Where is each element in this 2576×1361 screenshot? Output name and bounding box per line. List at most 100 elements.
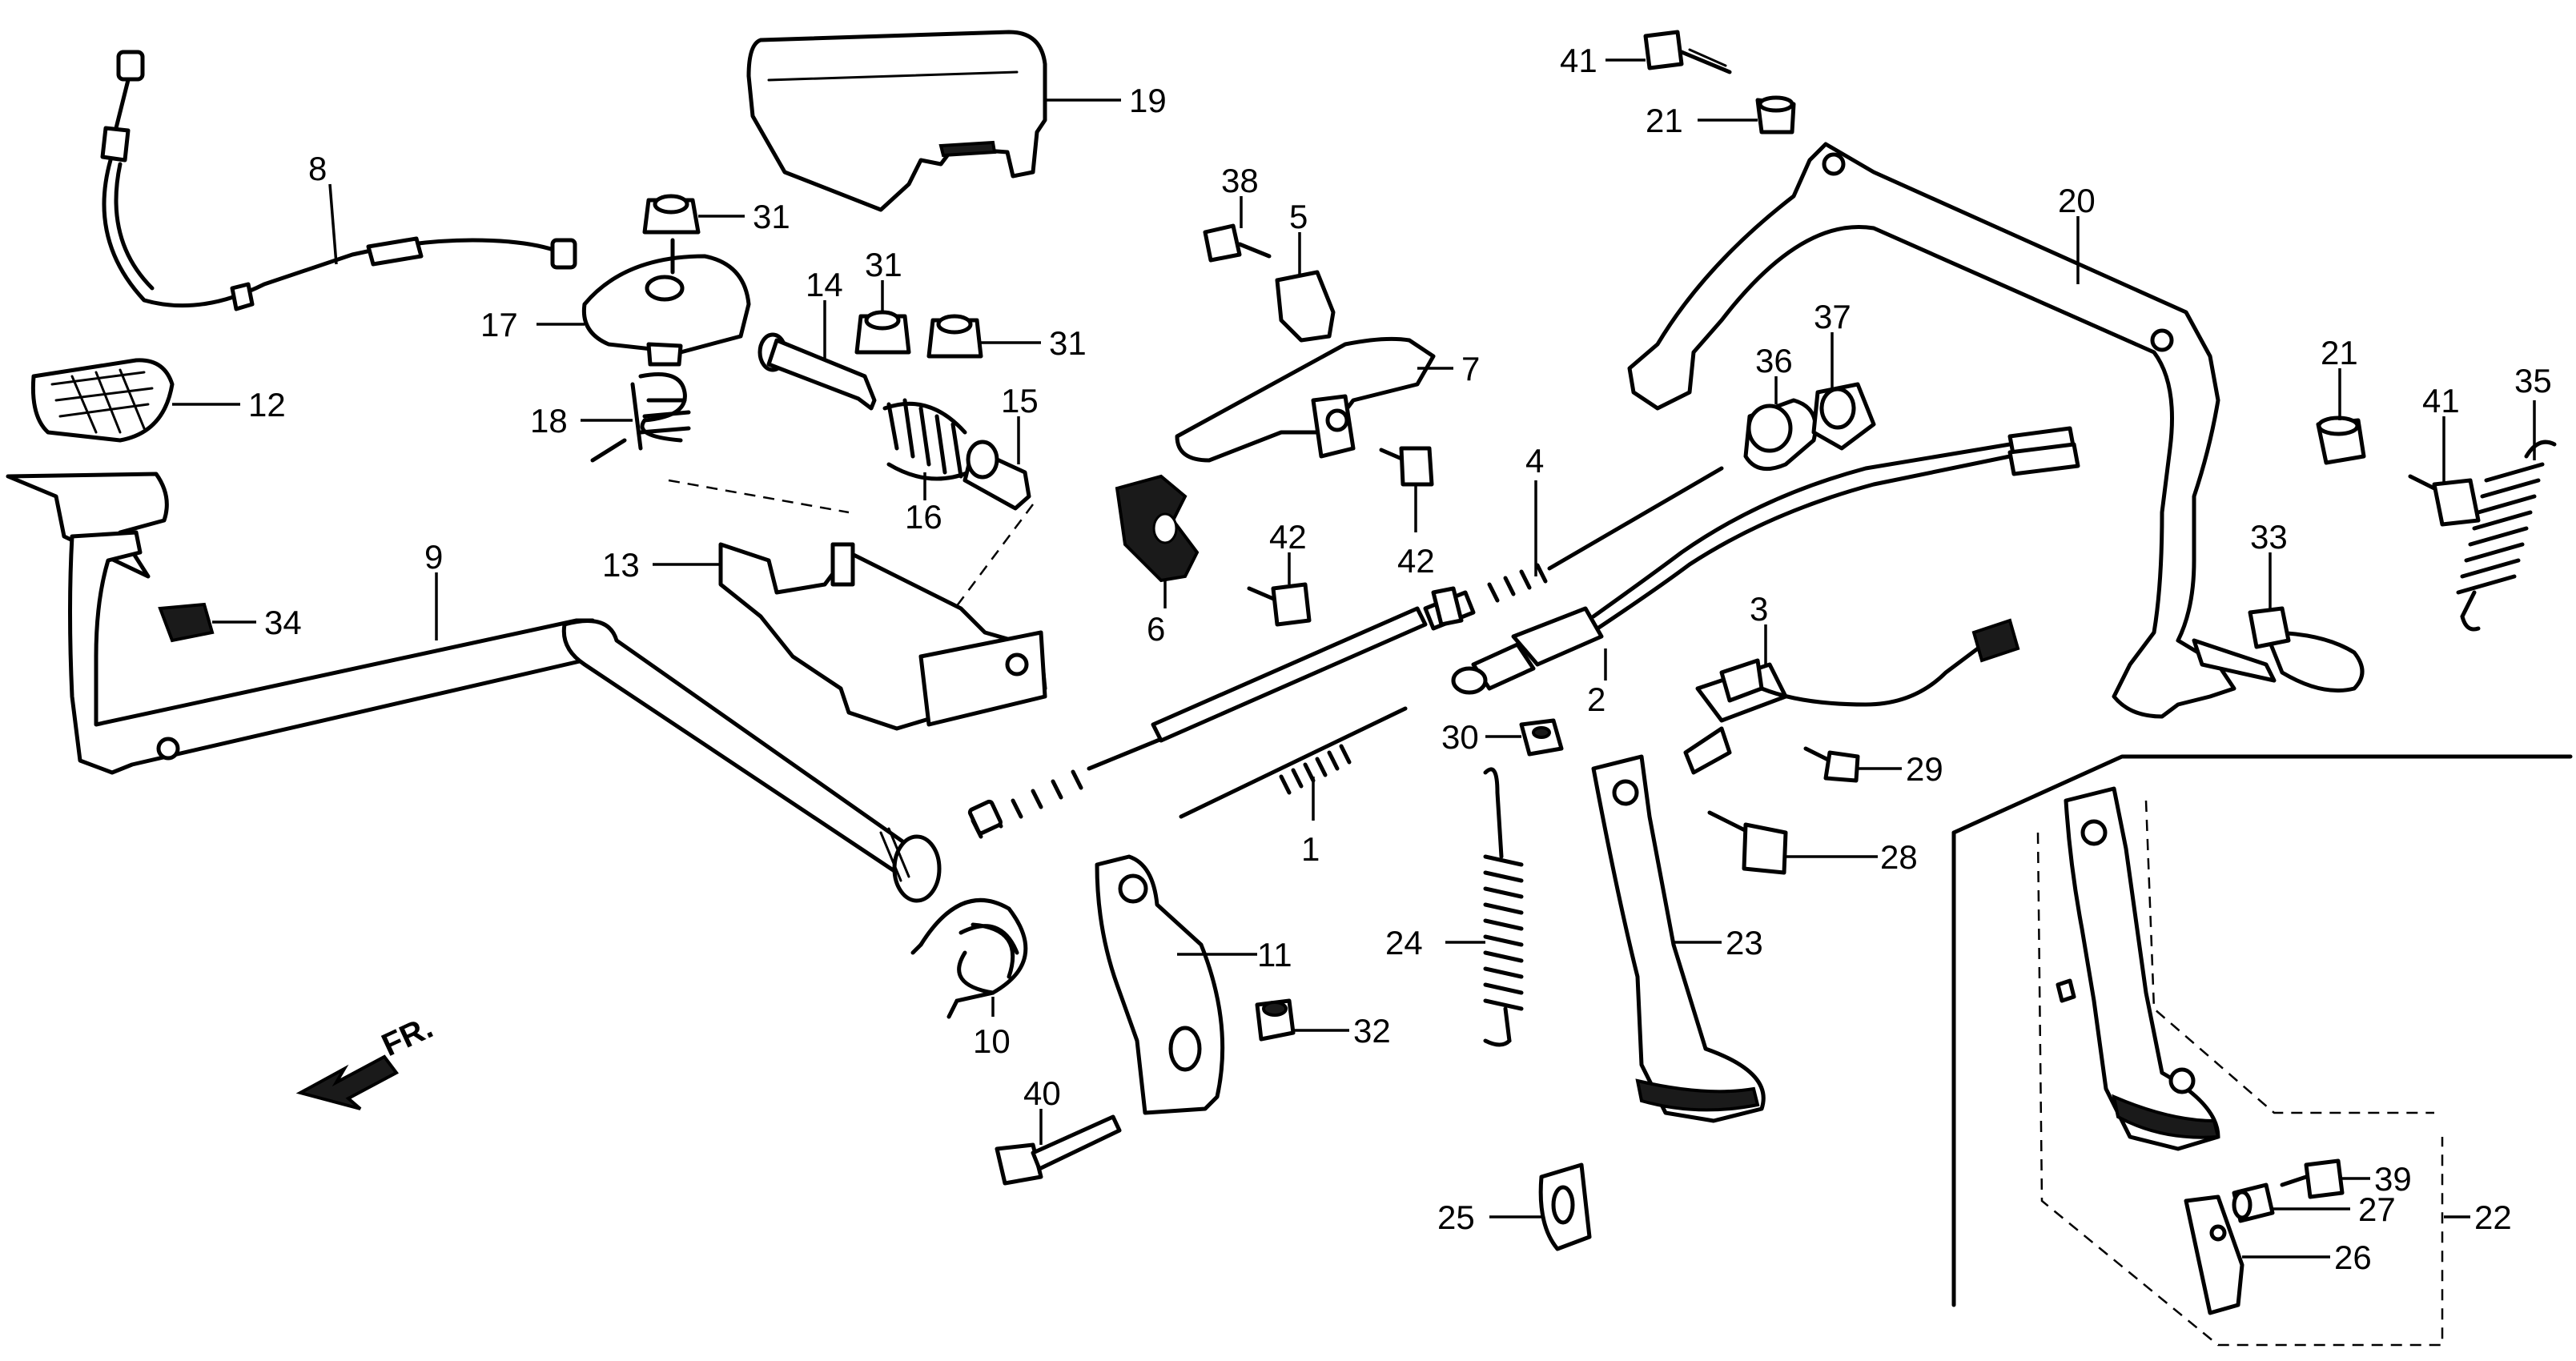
callout-26: 26 (2242, 1239, 2372, 1276)
callout-24: 24 (1385, 924, 1485, 962)
callout-35-label: 35 (2514, 362, 2552, 399)
part-14-pin (758, 332, 877, 411)
front-direction-arrow: FR. (295, 1010, 438, 1110)
callout-32: 32 (1293, 1012, 1391, 1050)
callout-41a-label: 41 (1560, 42, 1597, 79)
callout-36-label: 36 (1755, 342, 1793, 379)
callout-14-label: 14 (806, 266, 843, 303)
part-4-cable (967, 466, 1724, 839)
callout-38-label: 38 (1221, 162, 1259, 199)
part-13-bracket (718, 542, 1047, 731)
callout-37-label: 37 (1814, 298, 1851, 335)
callout-17-label: 17 (480, 306, 518, 343)
part-25-plate (1538, 1162, 1592, 1251)
callout-14: 14 (806, 266, 843, 360)
callout-1-label: 1 (1301, 830, 1320, 868)
part-6-clamp (1115, 474, 1200, 583)
callout-23-label: 23 (1726, 924, 1763, 962)
part-21-collar-a (1755, 95, 1796, 134)
callout-21a-label: 21 (1646, 102, 1683, 139)
callout-38: 38 (1221, 162, 1259, 228)
callout-41b: 41 (2422, 382, 2460, 484)
callout-37: 37 (1814, 298, 1851, 388)
callout-28: 28 (1786, 838, 1918, 876)
callout-33: 33 (2250, 518, 2288, 608)
part-1-rod (1179, 706, 1408, 819)
callout-7: 7 (1417, 350, 1480, 387)
callout-31a: 31 (698, 198, 790, 235)
part-41-bolt-a (1643, 30, 1732, 74)
callout-15-label: 15 (1001, 382, 1039, 420)
callout-9-label: 9 (424, 538, 443, 576)
dashed-leader-15-13 (936, 504, 1034, 633)
part-24-spring (1483, 767, 1524, 1047)
callout-3-label: 3 (1750, 590, 1768, 628)
callout-3: 3 (1750, 590, 1768, 664)
callout-31c: 31 (981, 324, 1087, 362)
callout-10: 10 (973, 997, 1011, 1060)
callout-13-label: 13 (602, 546, 640, 584)
callout-29: 29 (1858, 750, 1943, 788)
part-23-stand (1591, 754, 1766, 1123)
callout-31a-label: 31 (753, 198, 790, 235)
part-40-bolt (995, 1114, 1122, 1186)
callout-5: 5 (1289, 198, 1308, 276)
part-42-bolt-b (1247, 582, 1312, 627)
part-7-holder (1175, 336, 1436, 463)
callout-1: 1 (1301, 777, 1320, 868)
part-10-spring (910, 897, 1028, 1019)
part-21-collar-b (2316, 416, 2366, 465)
callout-9: 9 (424, 538, 443, 640)
part-18-spring (590, 372, 691, 463)
callout-12: 12 (172, 386, 286, 424)
callout-42a: 42 (1397, 484, 1435, 580)
callout-29-label: 29 (1906, 750, 1943, 788)
callout-31b: 31 (865, 246, 902, 312)
callout-18: 18 (530, 402, 633, 440)
callout-30-label: 30 (1441, 718, 1479, 756)
callout-33-label: 33 (2250, 518, 2288, 556)
part-20-main-stand (1627, 142, 2365, 719)
part-42-bolt-a (1379, 446, 1434, 487)
callout-8-label: 8 (308, 150, 327, 187)
callout-39-label: 39 (2374, 1160, 2412, 1198)
part-38-bolt (1203, 223, 1272, 263)
part-35-spring (2456, 440, 2557, 632)
callout-23: 23 (1674, 924, 1763, 962)
callout-19-label: 19 (1129, 82, 1167, 119)
callout-27: 27 (2273, 1190, 2396, 1228)
callout-19: 19 (1045, 82, 1167, 119)
callout-6-label: 6 (1147, 610, 1165, 648)
callout-34-label: 34 (264, 604, 302, 641)
callout-27-label: 27 (2358, 1190, 2396, 1228)
callout-11: 11 (1177, 936, 1292, 974)
part-37-collar (1811, 382, 1876, 451)
callout-30: 30 (1441, 718, 1521, 756)
part-27-collar (2232, 1182, 2275, 1223)
callout-20: 20 (2058, 182, 2096, 284)
callout-6: 6 (1147, 580, 1167, 648)
part-22-stand-assembly (2036, 786, 2444, 1347)
callout-11-label: 11 (1257, 936, 1292, 974)
part-34-clip (158, 602, 215, 643)
part-17-plate (581, 238, 751, 367)
part-8-cable (100, 50, 577, 311)
callout-34: 34 (212, 604, 302, 641)
part-39-bolt (2280, 1158, 2345, 1199)
callout-10-label: 10 (973, 1022, 1011, 1060)
part-33-clip (2248, 606, 2291, 649)
callout-40-label: 40 (1023, 1074, 1061, 1112)
callout-25-label: 25 (1437, 1198, 1475, 1236)
part-26-plate (2184, 1194, 2244, 1315)
callout-21a: 21 (1646, 102, 1758, 139)
callout-12-label: 12 (248, 386, 286, 424)
callout-17: 17 (480, 306, 585, 343)
callout-13: 13 (602, 546, 721, 584)
callout-40: 40 (1023, 1074, 1061, 1145)
part-9-pedal (6, 472, 942, 903)
callout-25: 25 (1437, 1198, 1541, 1236)
callout-36: 36 (1755, 342, 1793, 404)
inset-frame (1951, 754, 2573, 1307)
part-36-collar (1743, 398, 1818, 472)
